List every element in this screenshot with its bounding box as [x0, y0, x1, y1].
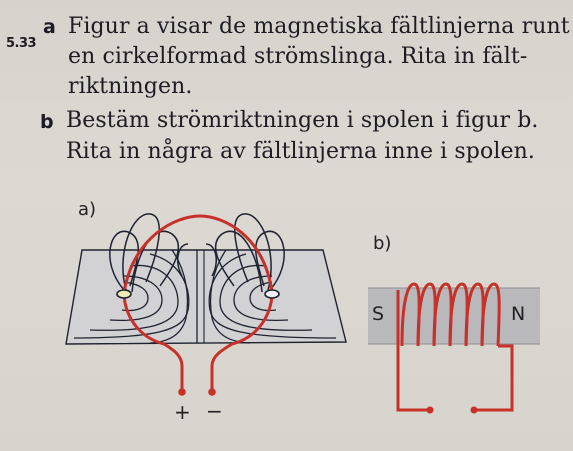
current-loop-wire — [122, 214, 274, 293]
current-loop-wire-lower — [122, 295, 274, 346]
part-b-line-1: Bestäm strömriktningen i spolen i figur … — [66, 108, 539, 133]
part-a-line-1: Figur a visar de magnetiska fältlinjerna… — [68, 14, 570, 39]
part-b-line-2: Rita in några av fältlinjerna inne i spo… — [66, 139, 535, 164]
part-a-label: a — [43, 16, 56, 38]
figure-b-solenoid — [368, 282, 540, 414]
terminal-minus — [208, 388, 216, 396]
south-pole-label: S — [372, 303, 385, 325]
field-loops-above — [109, 213, 285, 293]
terminal-plus — [178, 388, 186, 396]
coil-terminal-left — [426, 406, 434, 414]
figure-a-current-loop — [65, 213, 347, 396]
lead-wire-plus — [163, 342, 184, 390]
loop-hole-left — [116, 289, 132, 299]
figure-b-label: b) — [373, 233, 392, 254]
coil-windings — [400, 282, 501, 347]
lead-wire-minus — [210, 342, 233, 390]
loop-hole-right — [264, 289, 280, 299]
north-pole-label: N — [511, 303, 526, 325]
field-lines-left — [73, 249, 190, 344]
part-a-line-3: riktningen. — [68, 74, 193, 99]
problem-number: 5.33 — [6, 36, 37, 51]
coil-terminal-right — [470, 406, 478, 414]
part-a-line-2: en cirkelformad strömslinga. Rita in fäl… — [68, 44, 528, 69]
coil-lead-right — [474, 344, 514, 412]
terminal-plus-label: + — [174, 400, 191, 424]
figure-a-label: a) — [78, 199, 97, 220]
terminal-minus-label: − — [206, 399, 223, 423]
part-b-label: b — [40, 111, 54, 133]
coil-lead-left — [396, 290, 430, 412]
